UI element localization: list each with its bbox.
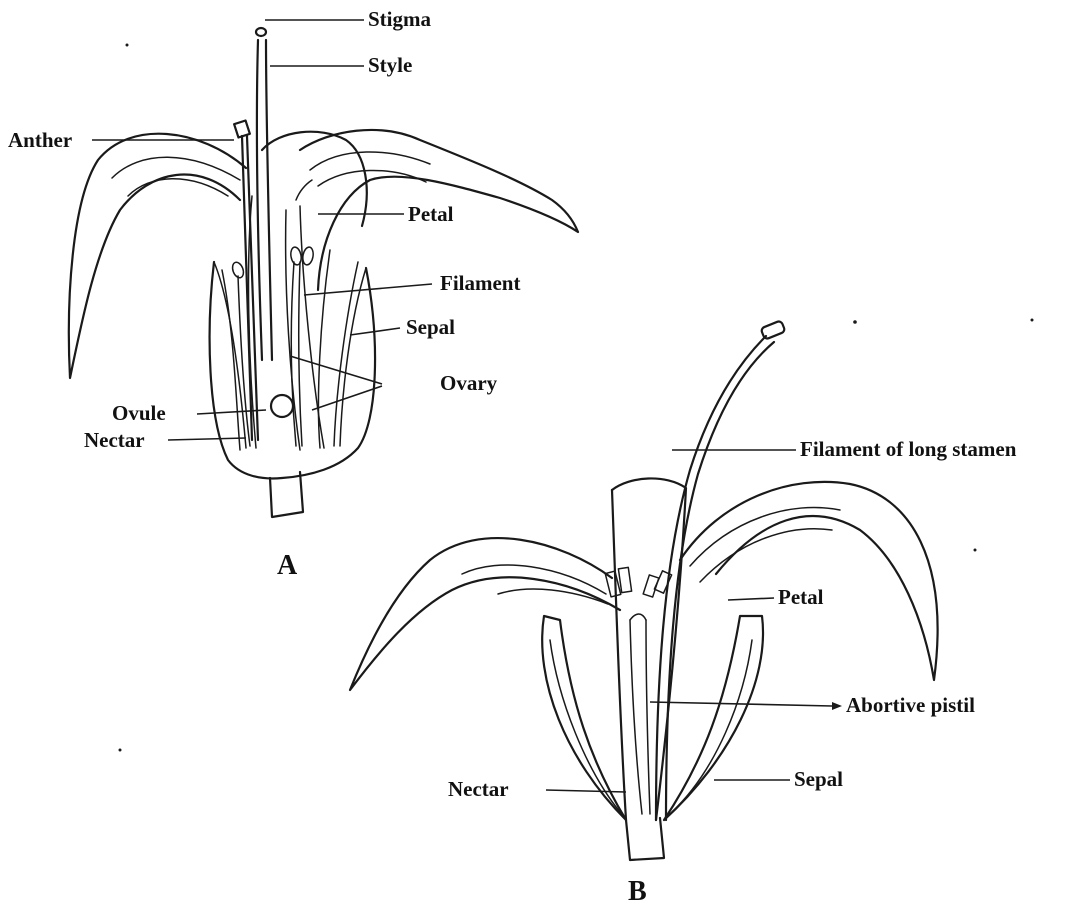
label-sepal-b: Sepal [794,767,843,791]
flower-a-left-petal [69,134,246,378]
flower-b-abortive-pistil [630,620,642,814]
caption-a: A [277,550,298,581]
flower-a-style [257,40,262,360]
caption-b: B [628,876,647,907]
label-style: Style [368,53,412,77]
flower-b-right-sepal [664,616,763,820]
label-stigma: Stigma [368,7,432,31]
label-ovary: Ovary [440,371,498,395]
label-filament: Filament [440,271,520,295]
label-sepal-a: Sepal [406,315,455,339]
flower-a-back-petal [262,132,367,226]
flower-a-stigma [256,28,266,36]
label-abortive-pistil: Abortive pistil [846,693,975,717]
label-nectar-a: Nectar [84,428,145,452]
flower-b-drawing [350,320,938,860]
label-filament-long-stamen: Filament of long stamen [800,437,1017,461]
flower-a-ovule [271,395,293,417]
label-ovule: Ovule [112,401,166,425]
flower-b-right-petal [680,482,938,680]
label-anther: Anther [8,128,72,152]
flower-b-left-petal [350,538,620,690]
flower-b-long-filament [656,336,766,820]
label-petal-b: Petal [778,585,824,609]
label-nectar-b: Nectar [448,777,509,801]
flower-a-drawing [69,20,578,517]
flower-b-stalk [626,818,664,860]
flower-a-tall-stamen [242,136,252,440]
flower-b-left-sepal [542,616,626,820]
arrowhead-icon [832,702,842,710]
flower-b-long-anther [761,320,786,339]
label-petal-a: Petal [408,202,454,226]
